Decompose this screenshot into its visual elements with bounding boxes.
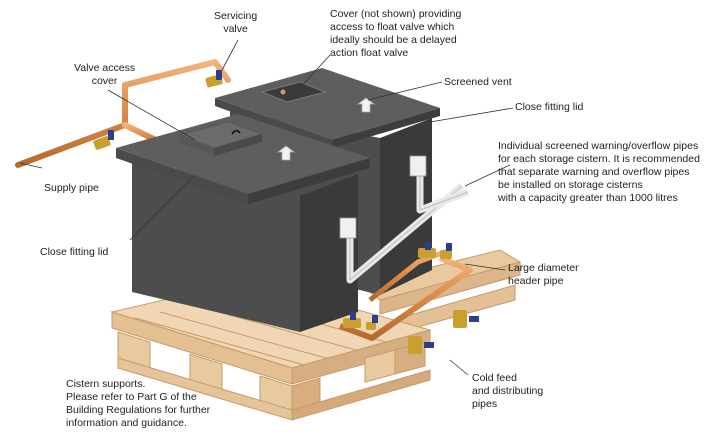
label-header-pipe: Large diameter header pipe: [508, 262, 579, 287]
label-close-fitting-lid-right: Close fitting lid: [515, 101, 584, 113]
label-cistern-supports: Cistern supports. Please refer to Part G…: [66, 378, 211, 429]
outlet-valves: [343, 242, 452, 330]
label-overflow-pipes: Individual screened warning/overflow pip…: [498, 140, 700, 204]
servicing-valve-upper: [205, 70, 223, 88]
front-cistern: [116, 114, 370, 332]
label-close-fitting-lid-left: Close fitting lid: [40, 246, 109, 258]
label-servicing-valve: Servicing valve: [214, 10, 258, 35]
header-pipe: [338, 247, 473, 341]
overflow-pipes: [339, 155, 470, 284]
label-valve-access-cover: Valve access cover: [74, 62, 136, 87]
label-cover-not-shown: Cover (not shown) providing access to fl…: [330, 8, 462, 59]
label-screened-vent: Screened vent: [444, 76, 512, 88]
leader-lines: [19, 39, 514, 376]
servicing-valve-lower: [93, 130, 114, 150]
label-supply-pipe: Supply pipe: [44, 182, 99, 194]
cold-feed-pipes: [408, 306, 479, 388]
label-cold-feed: Cold feed and distributing pipes: [472, 372, 544, 410]
